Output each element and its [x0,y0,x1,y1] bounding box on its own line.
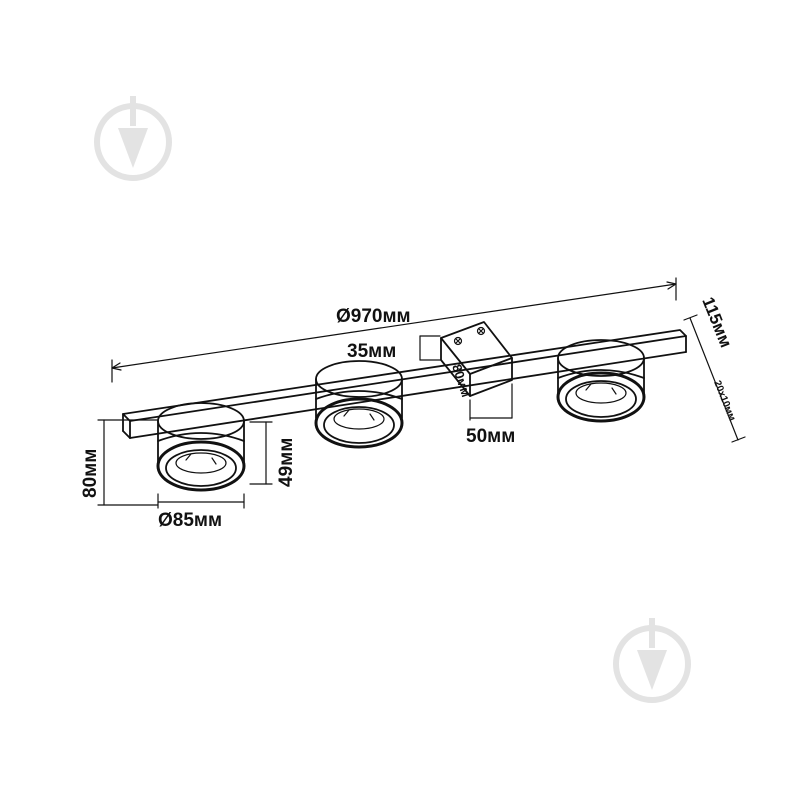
spotlight-left [156,402,246,492]
spotlight-right [556,339,646,423]
bar-height-label: 115мм [698,294,735,350]
lamp-diameter-label: Ø85мм [158,510,222,531]
lamp-diameter-dimension: Ø85мм [157,493,245,531]
canopy-length-label: 80мм [449,362,474,399]
total-length-label: Ø970мм [336,306,411,327]
watermark-logo-icon [613,618,691,703]
screw-icon [453,336,463,346]
lamp-total-height-dimension: 80мм [80,419,159,506]
canopy-width-label: 50мм [466,426,515,447]
lamp-total-height-label: 80мм [80,449,101,498]
lamp-height-dimension: 49мм [249,421,297,487]
spotlight-middle [314,360,404,449]
track-bar [122,329,687,439]
watermark-logo-icon [94,96,172,181]
screw-icon [476,326,486,336]
canopy-height-dimension: 35мм [347,335,441,362]
canopy-height-label: 35мм [347,341,396,362]
canopy-width-dimension: 50мм [466,383,515,447]
total-length-dimension: Ø970мм [111,277,677,383]
bar-height-dimension: 115мм 20x10мм [683,294,746,443]
lamp-height-label: 49мм [276,438,297,487]
bar-section-label: 20x10мм [711,379,737,423]
